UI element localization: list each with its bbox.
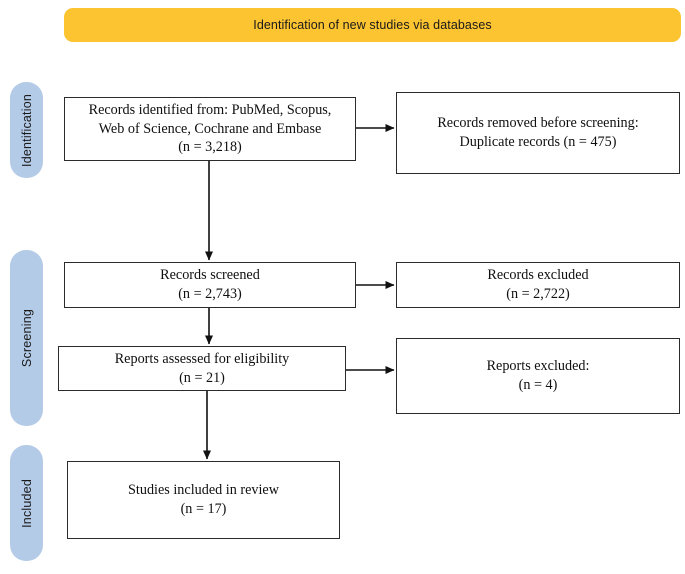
box-reports-excluded: Reports excluded: (n = 4) [396, 338, 680, 414]
stage-label-identification: Identification [19, 93, 34, 167]
box-records-removed-text: Records removed before screening: Duplic… [437, 115, 639, 150]
box-records-screened: Records screened (n = 2,743) [64, 262, 356, 308]
stage-label-included: Included [19, 478, 34, 528]
header-banner-label: Identification of new studies via databa… [253, 18, 492, 32]
stage-bar-identification: Identification [10, 82, 43, 178]
box-records-screened-text: Records screened (n = 2,743) [160, 267, 260, 302]
box-records-excluded: Records excluded (n = 2,722) [396, 262, 680, 308]
box-records-excluded-text: Records excluded (n = 2,722) [487, 267, 589, 302]
box-records-removed: Records removed before screening: Duplic… [396, 92, 680, 174]
box-reports-assessed-for-eligibility: Reports assessed for eligibility (n = 21… [58, 346, 346, 391]
header-banner: Identification of new studies via databa… [64, 8, 681, 42]
stage-label-screening: Screening [19, 308, 34, 368]
box-reports-assessed-for-eligibility-text: Reports assessed for eligibility (n = 21… [114, 350, 290, 386]
stage-bar-included: Included [10, 445, 43, 561]
box-records-identified: Records identified from: PubMed, Scopus,… [64, 97, 356, 161]
box-studies-included-in-review: Studies included in review (n = 17) [67, 461, 340, 539]
box-reports-excluded-text: Reports excluded: (n = 4) [486, 358, 590, 393]
box-studies-included-in-review-text: Studies included in review (n = 17) [128, 482, 279, 517]
box-records-identified-text: Records identified from: PubMed, Scopus,… [88, 101, 332, 156]
stage-bar-screening: Screening [10, 250, 43, 426]
